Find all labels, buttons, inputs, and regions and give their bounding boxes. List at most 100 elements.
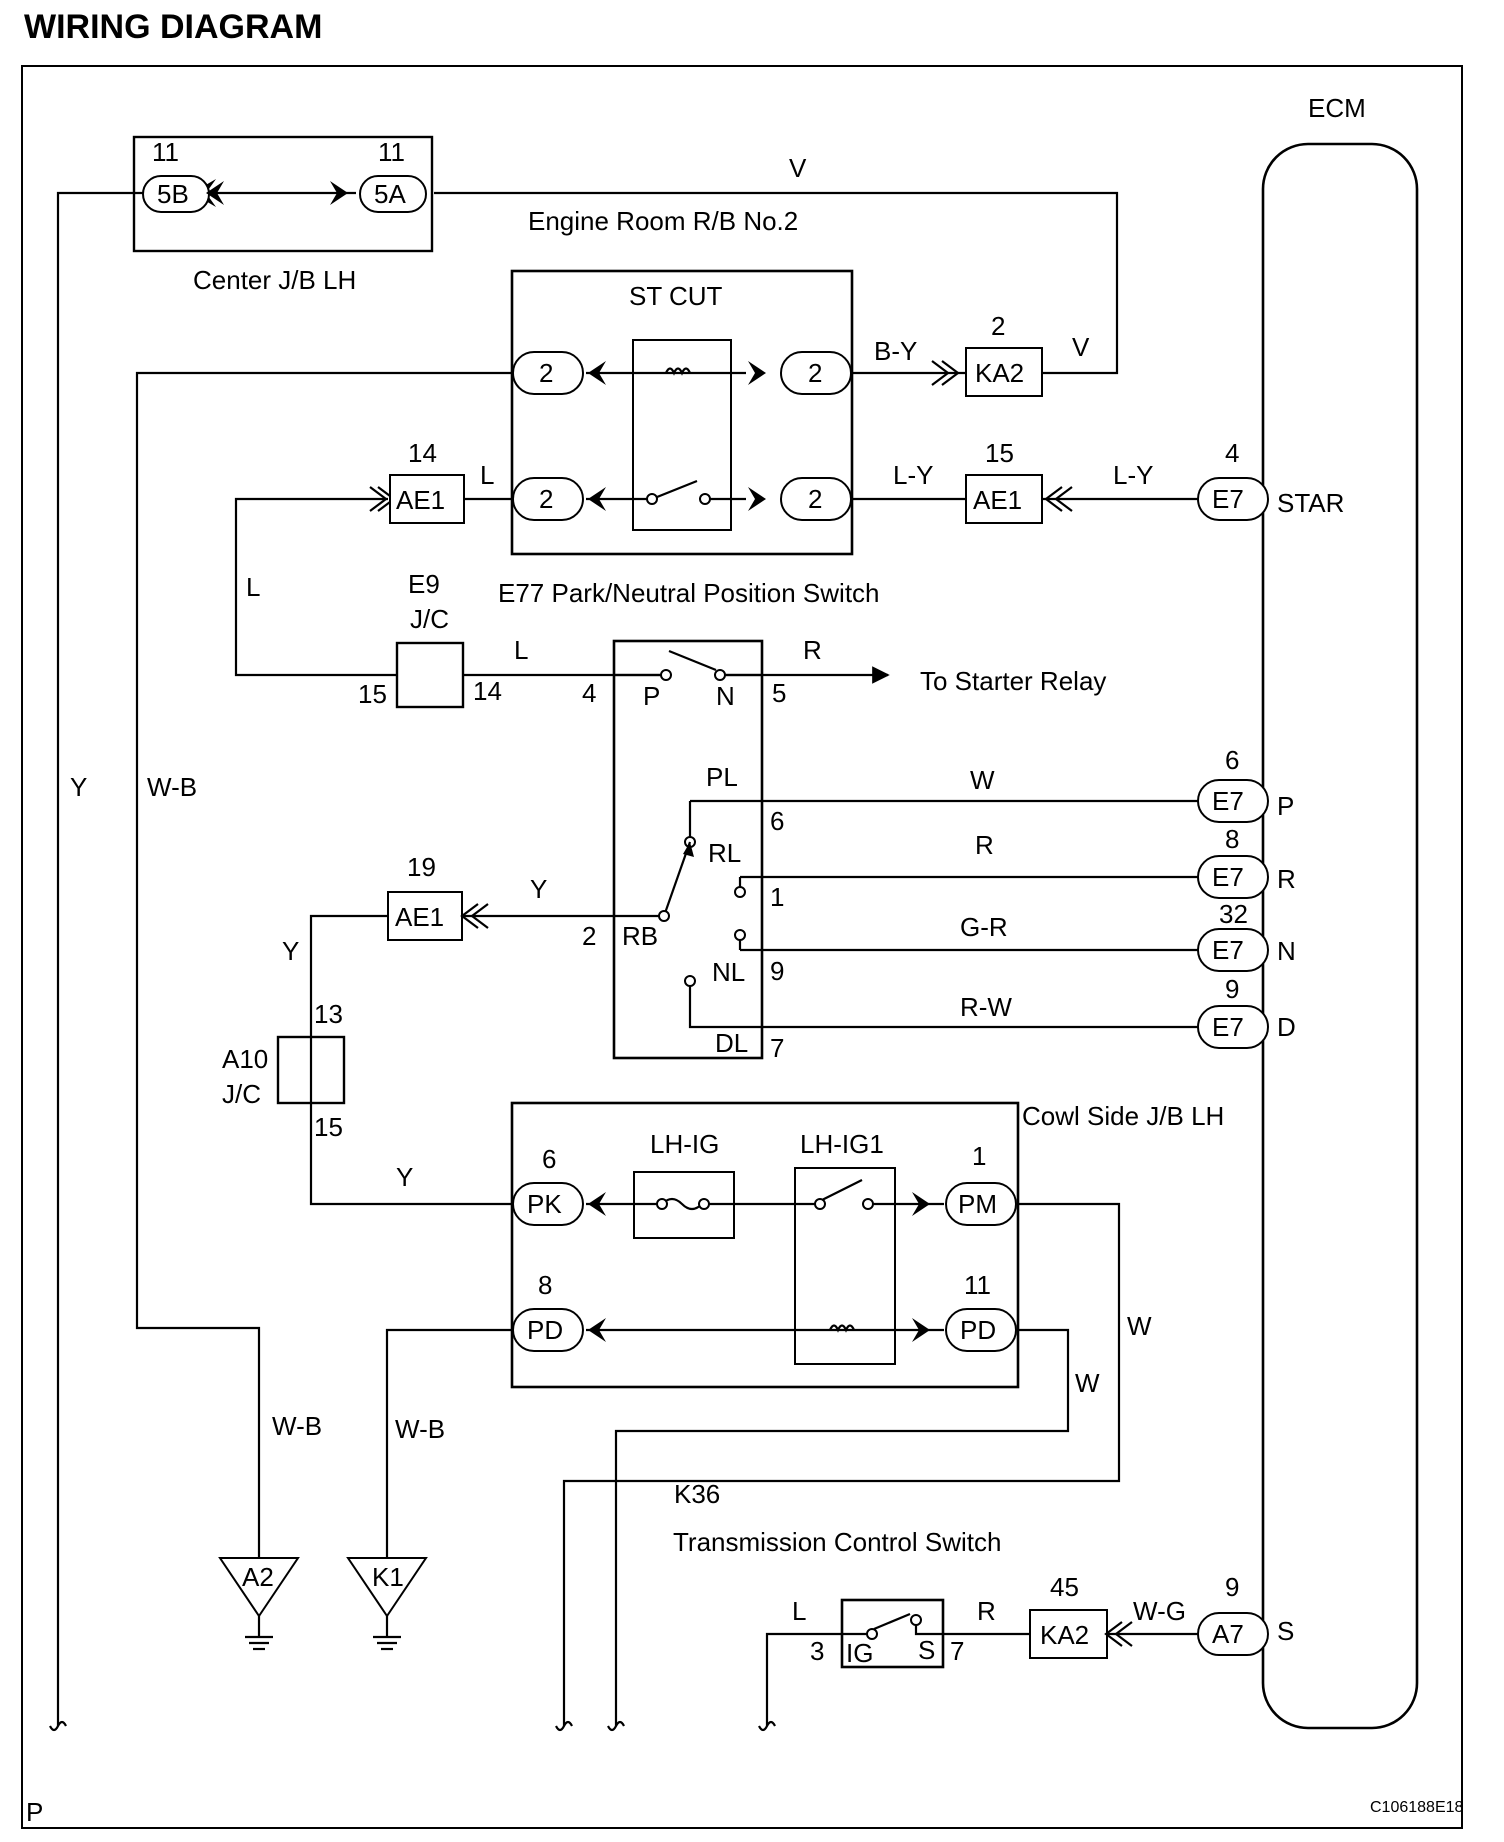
e7-conn-r-label: E7 xyxy=(1212,862,1244,892)
cowl-conn-pm-label: PM xyxy=(958,1189,997,1219)
a7-label: A7 xyxy=(1212,1619,1244,1649)
pnp-pin-4: 4 xyxy=(582,678,596,708)
k36-code: K36 xyxy=(674,1479,720,1509)
e7-conn-r xyxy=(1197,855,1269,899)
svg-text:Y: Y xyxy=(530,874,547,904)
svg-text:A2: A2 xyxy=(242,1562,274,1592)
cowl-conn-pd-left-label: PD xyxy=(527,1315,563,1345)
e7-conn-n xyxy=(1197,928,1269,972)
a10-label: A10 xyxy=(222,1044,268,1074)
svg-text:W-B: W-B xyxy=(395,1414,445,1444)
e7-pin-6: 6 xyxy=(1225,745,1239,775)
pnp-contact-pl: PL xyxy=(706,762,738,792)
ka2-top-label: KA2 xyxy=(975,358,1024,388)
pnp-pin-1: 1 xyxy=(770,882,784,912)
st-cut-relay xyxy=(632,339,732,531)
ground-k1: K1 xyxy=(346,1557,428,1651)
pnp-switch-box xyxy=(612,639,764,1060)
center-jb-conn-5a xyxy=(359,175,427,213)
center-jb-box xyxy=(132,135,434,253)
st-cut-conn-1 xyxy=(512,351,584,395)
cowl-conn-pd-right xyxy=(945,1308,1017,1352)
e7-pin-4: 4 xyxy=(1225,438,1239,468)
page-letter: P xyxy=(26,1797,43,1827)
figure-code: C106188E18 xyxy=(1370,1799,1464,1816)
svg-text:R-W: R-W xyxy=(960,992,1012,1022)
e7-conn-n-label: E7 xyxy=(1212,935,1244,965)
e7-pin-9: 9 xyxy=(1225,974,1239,1004)
e7-conn-star-label: E7 xyxy=(1212,484,1244,514)
center-jb-right-pin: 11 xyxy=(378,137,405,167)
svg-text:V: V xyxy=(1072,332,1090,362)
a7-pin: 9 xyxy=(1225,1572,1239,1602)
svg-text:W: W xyxy=(1127,1311,1152,1341)
cowl-pin-1: 1 xyxy=(972,1141,986,1171)
svg-text:Y: Y xyxy=(70,772,87,802)
e7-conn-p xyxy=(1197,779,1269,823)
fuse-icon xyxy=(661,1197,703,1211)
st-cut-pin-3: 2 xyxy=(539,484,553,514)
engine-room-rb-label: Engine Room R/B No.2 xyxy=(528,206,798,236)
svg-text:R: R xyxy=(975,830,994,860)
k36-contact-ig: IG xyxy=(846,1638,873,1668)
lh-ig1-coil-icon xyxy=(828,1324,856,1333)
center-jb-left-pin: 11 xyxy=(152,137,179,167)
a10-jc-label: J/C xyxy=(222,1079,261,1109)
svg-text:B-Y: B-Y xyxy=(874,336,917,366)
svg-text:R: R xyxy=(803,635,822,665)
center-jb-label: Center J/B LH xyxy=(193,265,356,295)
pnp-contact-rl: RL xyxy=(708,838,741,868)
a10-pin-bottom: 15 xyxy=(314,1112,343,1142)
pnp-contact-p: P xyxy=(643,681,660,711)
ae1-19-conn xyxy=(387,891,463,941)
pnp-switch-label: E77 Park/Neutral Position Switch xyxy=(498,578,880,608)
e9-pin-right: 14 xyxy=(473,676,502,706)
center-jb-left-conn: 5B xyxy=(157,179,189,209)
svg-text:V: V xyxy=(789,153,807,183)
ecm-pin-r: R xyxy=(1277,864,1296,894)
lh-ig1-relay-box xyxy=(794,1167,896,1365)
e9-jc-label: J/C xyxy=(410,604,449,634)
svg-text:L: L xyxy=(480,460,494,490)
ecm-pin-star: STAR xyxy=(1277,488,1344,518)
pnp-pin-7: 7 xyxy=(770,1033,784,1063)
wire-cut-marks xyxy=(49,1720,776,1732)
svg-text:L-Y: L-Y xyxy=(1113,460,1153,490)
svg-text:Y: Y xyxy=(396,1162,413,1192)
pnp-pin-5: 5 xyxy=(772,678,786,708)
cowl-jb-box xyxy=(510,1101,1020,1389)
ae1-15-label: AE1 xyxy=(973,485,1022,515)
cowl-pin-6: 6 xyxy=(542,1144,556,1174)
svg-text:W: W xyxy=(1075,1368,1100,1398)
e7-pin-8: 8 xyxy=(1225,824,1239,854)
lh-ig1-relay-label: LH-IG1 xyxy=(800,1129,884,1159)
page-title: WIRING DIAGRAM xyxy=(24,8,322,46)
svg-text:R: R xyxy=(977,1596,996,1626)
pnp-contact-dl: DL xyxy=(715,1028,748,1058)
cowl-pin-11: 11 xyxy=(964,1270,991,1300)
svg-text:G-R: G-R xyxy=(960,912,1008,942)
cowl-conn-pk xyxy=(512,1182,584,1226)
cowl-pin-8: 8 xyxy=(538,1270,552,1300)
ecm-label: ECM xyxy=(1308,93,1366,123)
ae1-14-pin: 14 xyxy=(408,438,437,468)
a10-pin-top: 13 xyxy=(314,999,343,1029)
st-cut-pin-2: 2 xyxy=(808,358,822,388)
svg-text:W-B: W-B xyxy=(147,772,197,802)
pnp-contact-nl: NL xyxy=(712,957,745,987)
ae1-15-conn xyxy=(965,474,1043,524)
e7-conn-d-label: E7 xyxy=(1212,1012,1244,1042)
st-cut-label: ST CUT xyxy=(629,281,723,311)
svg-text:L-Y: L-Y xyxy=(893,460,933,490)
st-cut-box xyxy=(510,269,854,556)
cowl-conn-pd-right-label: PD xyxy=(960,1315,996,1345)
st-cut-coil-icon xyxy=(664,367,692,376)
st-cut-pin-4: 2 xyxy=(808,484,822,514)
st-cut-conn-2 xyxy=(780,351,852,395)
center-jb-right-conn: 5A xyxy=(374,179,406,209)
cowl-conn-pk-label: PK xyxy=(527,1189,562,1219)
e9-jc-box xyxy=(395,641,465,709)
svg-text:K1: K1 xyxy=(372,1562,404,1592)
pnp-contact-n: N xyxy=(716,681,735,711)
